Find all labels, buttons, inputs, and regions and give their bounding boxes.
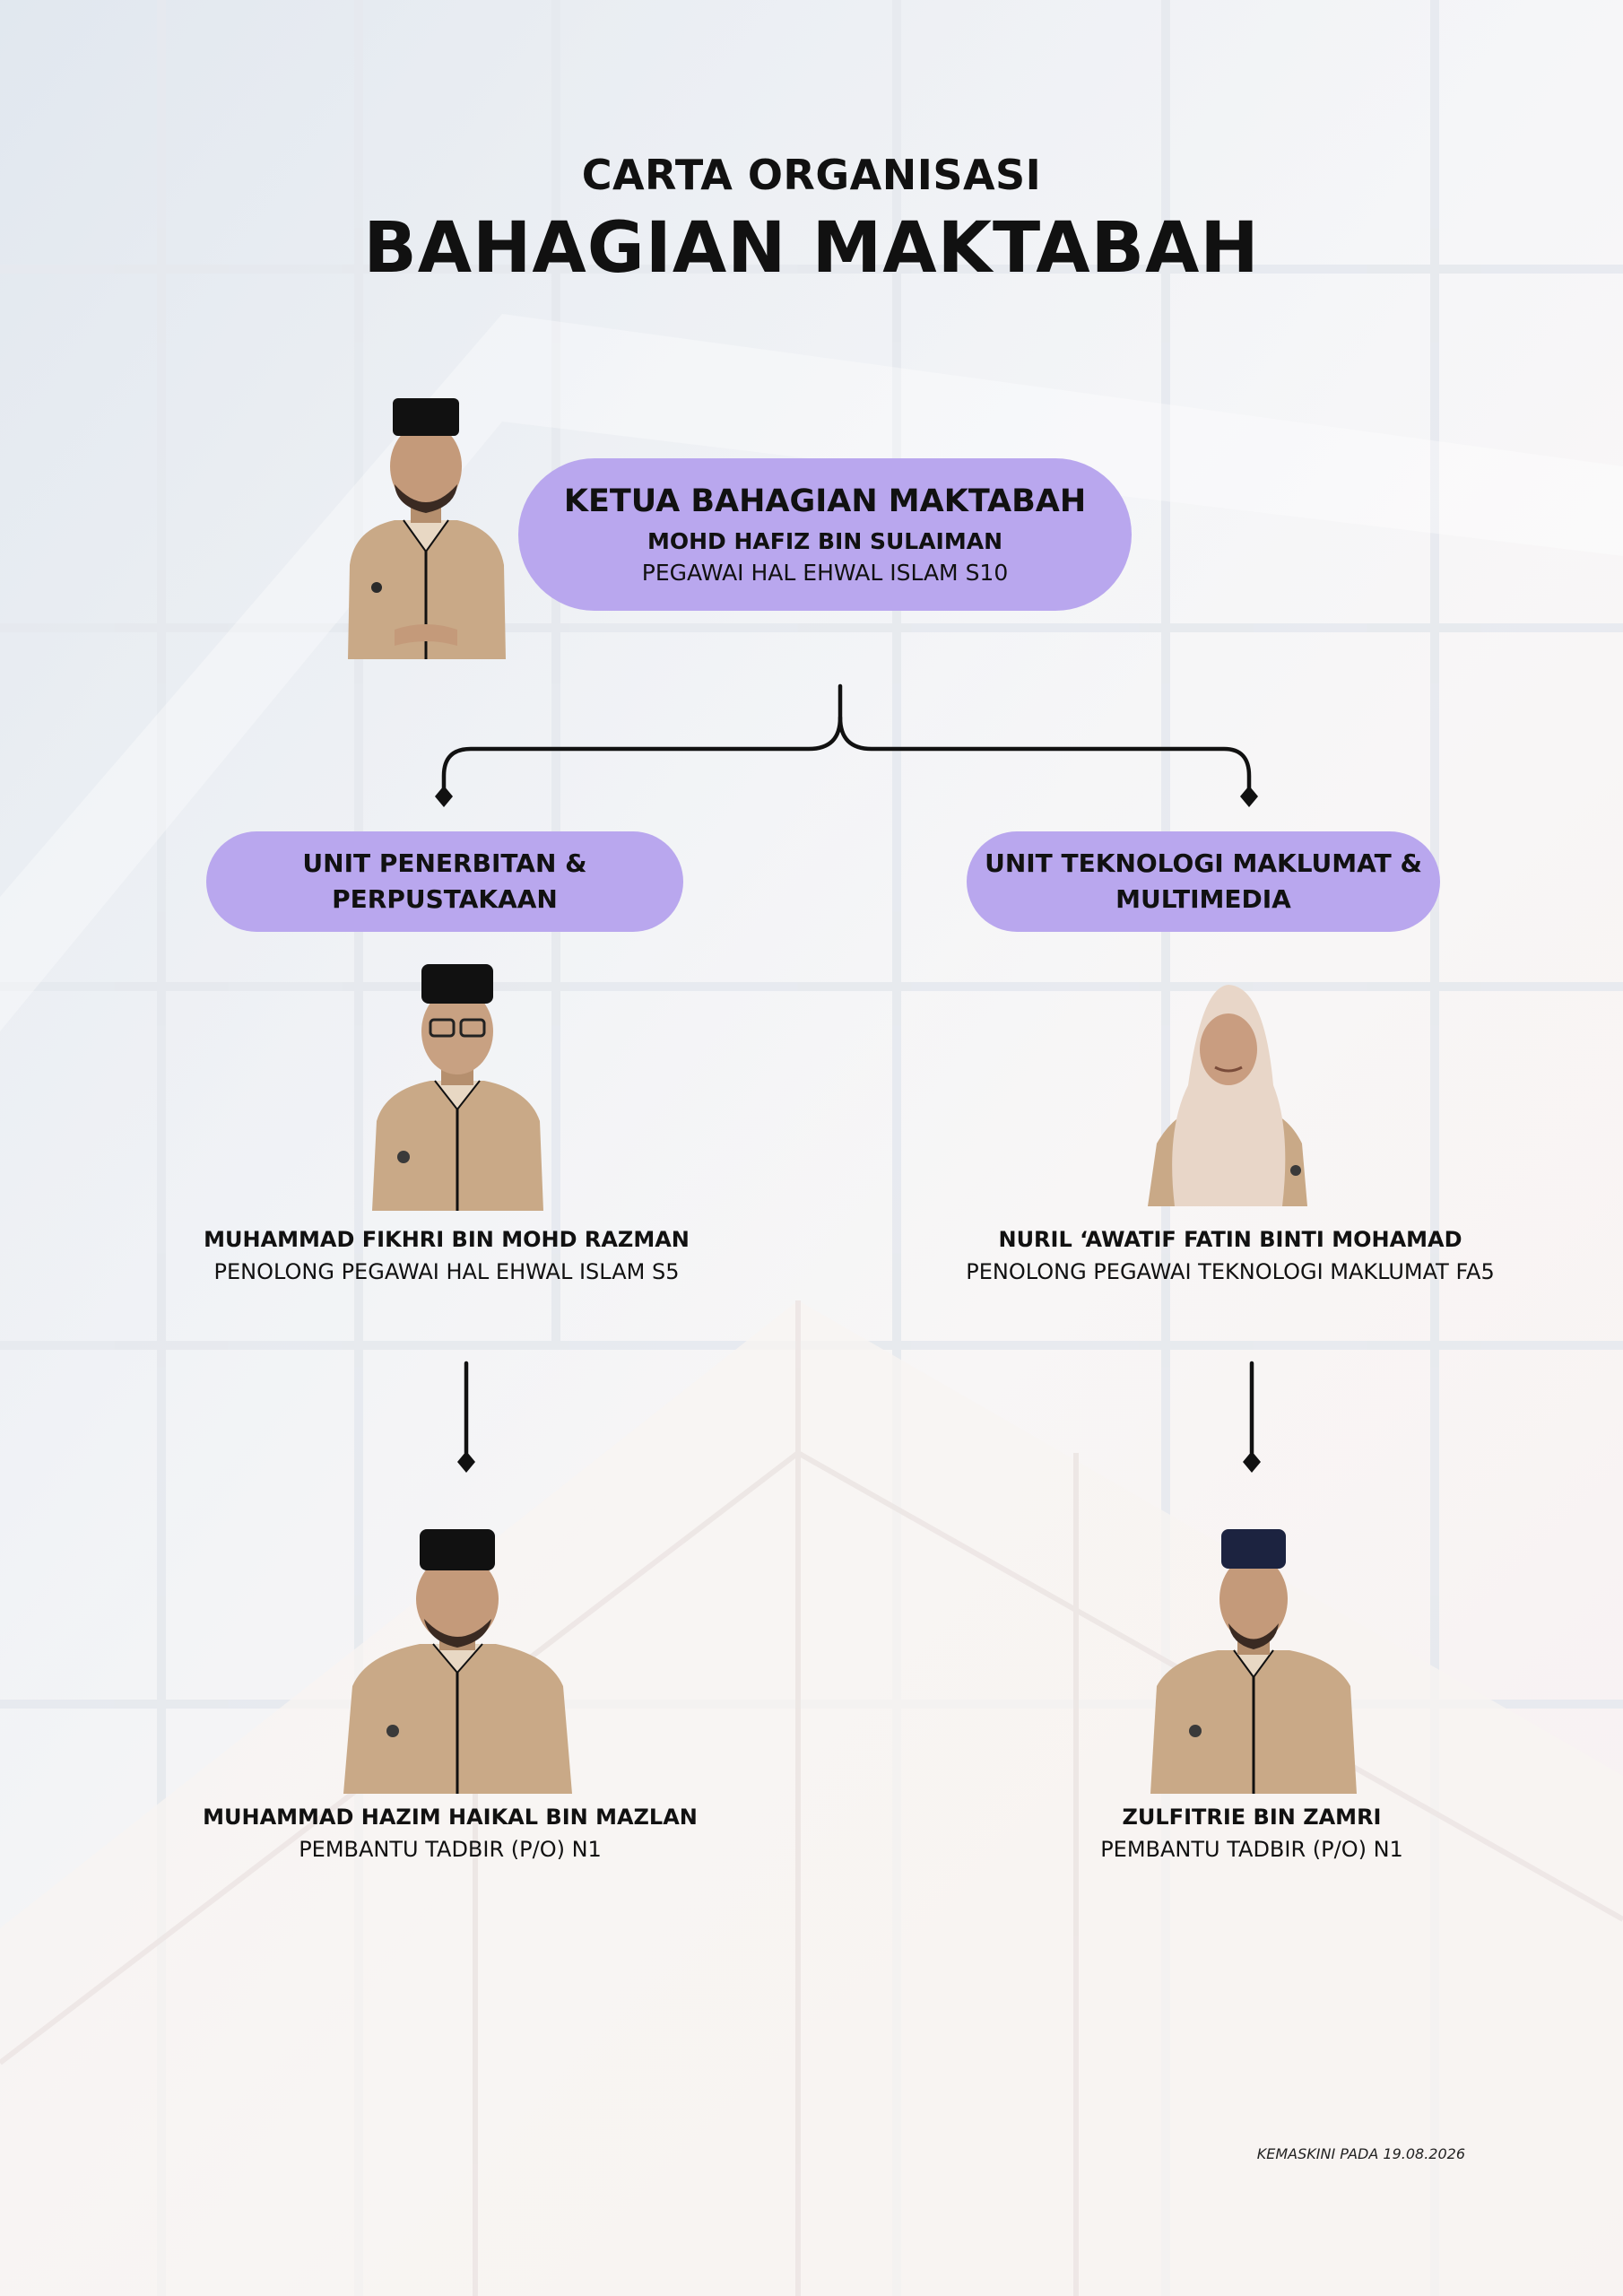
- staff-card: MUHAMMAD FIKHRI BIN MOHD RAZMAN PENOLONG…: [106, 1227, 787, 1284]
- staff-name: MUHAMMAD FIKHRI BIN MOHD RAZMAN: [204, 1227, 690, 1252]
- head-position: PEGAWAI HAL EHWAL ISLAM S10: [641, 560, 1009, 586]
- arrow-head-left: [435, 786, 453, 807]
- head-role: KETUA BAHAGIAN MAKTABAH: [563, 483, 1087, 519]
- unit-teknologi-pill: UNIT TEKNOLOGI MAKLUMAT & MULTIMEDIA: [967, 831, 1440, 932]
- chart-title: BAHAGIAN MAKTABAH: [363, 208, 1260, 289]
- staff-portrait: [343, 1529, 572, 1794]
- head-name: MOHD HAFIZ BIN SULAIMAN: [647, 528, 1002, 554]
- updated-date: KEMASKINI PADA 19.08.2026: [1256, 2145, 1465, 2162]
- unit-label: UNIT PENERBITAN &: [302, 848, 587, 878]
- staff-name: ZULFITRIE BIN ZAMRI: [1122, 1805, 1382, 1830]
- head-connector-right: [838, 715, 1252, 794]
- unit-label: UNIT TEKNOLOGI MAKLUMAT &: [985, 848, 1422, 878]
- staff-position: PENOLONG PEGAWAI TEKNOLOGI MAKLUMAT FA5: [966, 1259, 1495, 1284]
- staff-card: NURIL ‘AWATIF FATIN BINTI MOHAMAD PENOLO…: [890, 1227, 1571, 1284]
- unit-penerbitan-pill: UNIT PENERBITAN & PERPUSTAKAAN: [206, 831, 683, 932]
- staff-card: ZULFITRIE BIN ZAMRI PEMBANTU TADBIR (P/O…: [911, 1805, 1593, 1862]
- head-portrait: [348, 398, 506, 659]
- staff-position: PEMBANTU TADBIR (P/O) N1: [299, 1837, 602, 1862]
- arrow-head-right: [1240, 786, 1258, 807]
- arrow-head-right-bottom: [1243, 1451, 1261, 1473]
- staff-position: PENOLONG PEGAWAI HAL EHWAL ISLAM S5: [213, 1259, 680, 1284]
- staff-name: MUHAMMAD HAZIM HAIKAL BIN MAZLAN: [203, 1805, 698, 1830]
- staff-portrait: [372, 964, 543, 1211]
- head-connector: [441, 683, 843, 794]
- staff-name: NURIL ‘AWATIF FATIN BINTI MOHAMAD: [998, 1227, 1462, 1252]
- unit-label: PERPUSTAKAAN: [332, 884, 558, 914]
- arrow-head-left-bottom: [457, 1451, 475, 1473]
- chart-subtitle: CARTA ORGANISASI: [581, 151, 1042, 199]
- staff-position: PEMBANTU TADBIR (P/O) N1: [1100, 1837, 1403, 1862]
- unit-label: MULTIMEDIA: [1115, 884, 1291, 914]
- head-role-pill: KETUA BAHAGIAN MAKTABAH MOHD HAFIZ BIN S…: [518, 458, 1132, 611]
- staff-portrait: [1150, 1529, 1357, 1794]
- staff-portrait: [1148, 985, 1307, 1206]
- staff-card: MUHAMMAD HAZIM HAIKAL BIN MAZLAN PEMBANT…: [109, 1805, 791, 1862]
